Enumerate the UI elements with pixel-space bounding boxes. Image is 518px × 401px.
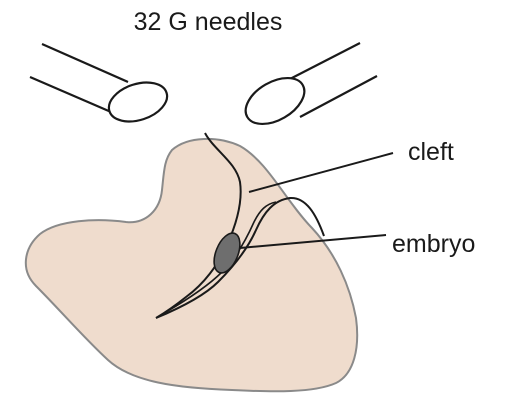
- left-needle-bottom-edge: [30, 77, 118, 115]
- right-needle-top-edge: [288, 43, 360, 80]
- right-needle: [238, 43, 377, 133]
- left-needle: [30, 44, 172, 128]
- cleft-label: cleft: [408, 138, 454, 166]
- embryo-label: embryo: [392, 230, 475, 258]
- left-needle-tip: [104, 76, 172, 129]
- right-needle-tip: [238, 69, 312, 134]
- cleft-leader-line: [249, 153, 393, 192]
- left-needle-top-edge: [42, 44, 128, 82]
- diagram-title: 32 G needles: [134, 8, 283, 36]
- right-needle-bottom-edge: [300, 76, 377, 117]
